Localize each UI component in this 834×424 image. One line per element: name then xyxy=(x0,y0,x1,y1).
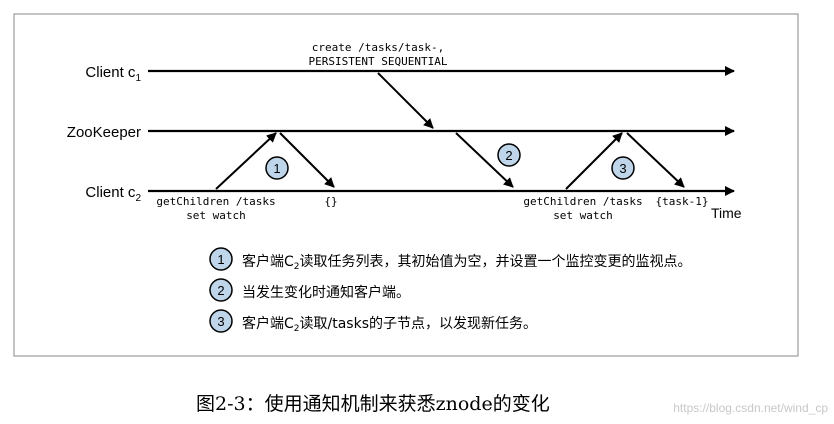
diagram-frame xyxy=(13,13,799,357)
legend-item-2: 2 当发生变化时通知客户端。 xyxy=(209,278,410,302)
watch-notification-arrow xyxy=(455,132,514,188)
legend-item-3: 3 客户端C2读取/tasks的子节点，以发现新任务。 xyxy=(209,309,537,334)
legend-text-2: 当发生变化时通知客户端。 xyxy=(242,284,410,301)
watermark-text: https://blog.csdn.net/wind_cp xyxy=(673,401,828,415)
svg-text:2: 2 xyxy=(217,283,224,298)
getchildren2-watch-label: set watch xyxy=(553,209,613,222)
response2-label: {task-1} xyxy=(656,195,709,208)
zookeeper-label: ZooKeeper xyxy=(67,124,141,141)
getchildren1-response-arrow xyxy=(279,132,335,188)
getchildren1-watch-label: set watch xyxy=(186,209,246,222)
svg-text:2: 2 xyxy=(505,148,512,163)
step-marker-1: 1 xyxy=(265,156,289,180)
svg-text:1: 1 xyxy=(273,161,280,176)
getchildren2-response-arrow xyxy=(626,132,685,188)
create-op-label: create /tasks/task-, xyxy=(312,41,444,54)
create-op-mode-label: PERSISTENT SEQUENTIAL xyxy=(308,55,447,68)
response1-label: {} xyxy=(324,195,337,208)
legend-item-1: 1 客户端C2读取任务列表，其初始值为空，并设置一个监控变更的监视点。 xyxy=(209,247,692,272)
create-arrow xyxy=(377,72,434,129)
figure-caption: 图2-3：使用通知机制来获悉znode的变化 xyxy=(196,393,550,415)
getchildren1-request-arrow xyxy=(215,132,277,190)
svg-text:1: 1 xyxy=(217,252,224,267)
client2-label: Client c2 xyxy=(85,184,141,204)
legend-text-1: 客户端C2读取任务列表，其初始值为空，并设置一个监控变更的监视点。 xyxy=(242,253,692,272)
legend-text-3: 客户端C2读取/tasks的子节点，以发现新任务。 xyxy=(242,315,537,334)
client1-label: Client c1 xyxy=(85,64,141,84)
getchildren2-request-arrow xyxy=(565,132,623,190)
time-axis-label: Time xyxy=(711,205,742,221)
getchildren2-label: getChildren /tasks xyxy=(523,195,642,208)
step-marker-2: 2 xyxy=(497,143,521,167)
step-marker-3: 3 xyxy=(611,156,635,180)
svg-text:3: 3 xyxy=(619,161,626,176)
getchildren1-label: getChildren /tasks xyxy=(156,195,275,208)
svg-text:3: 3 xyxy=(217,314,224,329)
